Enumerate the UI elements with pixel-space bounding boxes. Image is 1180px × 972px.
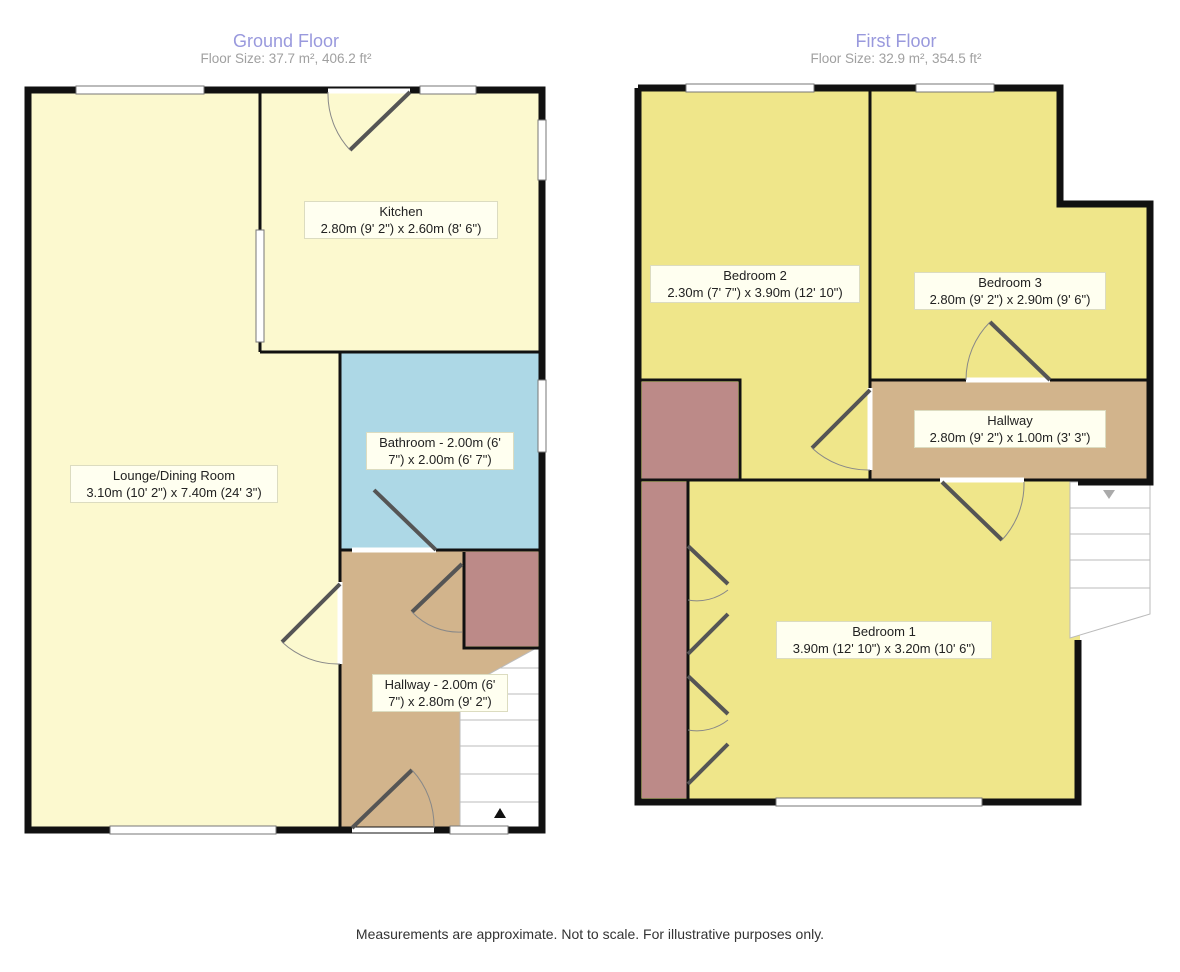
stairs-up-arrow-icon xyxy=(494,808,506,818)
first-floor-title: First Floor xyxy=(855,31,937,51)
bedroom2-name: Bedroom 2 xyxy=(723,268,787,283)
ground-outer-wall xyxy=(24,86,546,834)
first-floor-size: Floor Size: 32.9 m², 354.5 ft² xyxy=(810,51,982,66)
bedroom3-label: Bedroom 3 2.80m (9' 2") x 2.90m (9' 6") xyxy=(914,272,1106,310)
ground-cupboard-fill xyxy=(464,552,538,646)
first-cupboard-top-fill xyxy=(642,382,738,480)
bathroom-name: Bathroom - 2.00m (6' xyxy=(379,435,501,450)
ground-floor-size: Floor Size: 37.7 m², 406.2 ft² xyxy=(200,51,372,66)
bedroom3-name: Bedroom 3 xyxy=(978,275,1042,290)
kitchen-name: Kitchen xyxy=(379,204,423,219)
lounge-label: Lounge/Dining Room 3.10m (10' 2") x 7.40… xyxy=(70,465,278,503)
bedroom1-dimensions: 3.90m (12' 10") x 3.20m (10' 6") xyxy=(792,641,976,656)
kitchen-label: Kitchen 2.80m (9' 2") x 2.60m (8' 6") xyxy=(304,201,498,239)
bedroom2-label: Bedroom 2 2.30m (7' 7") x 3.90m (12' 10"… xyxy=(650,265,860,303)
first-hallway-label: Hallway 2.80m (9' 2") x 1.00m (3' 3") xyxy=(914,410,1106,448)
disclaimer-text: Measurements are approximate. Not to sca… xyxy=(355,926,825,942)
ground-floor-title: Ground Floor xyxy=(232,31,340,51)
first-doors xyxy=(686,320,1052,786)
lounge-name: Lounge/Dining Room xyxy=(112,468,236,483)
bedroom3-room-fill xyxy=(870,90,1148,380)
ground-hallway-dimensions: 7") x 2.80m (9' 2") xyxy=(388,694,492,709)
bathroom-dimensions: 7") x 2.00m (6' 7") xyxy=(388,452,492,467)
ground-hallway-name: Hallway - 2.00m (6' xyxy=(384,677,496,692)
bedroom1-label: Bedroom 1 3.90m (12' 10") x 3.20m (10' 6… xyxy=(776,621,992,659)
bedroom2-dimensions: 2.30m (7' 7") x 3.90m (12' 10") xyxy=(667,285,843,300)
bathroom-label: Bathroom - 2.00m (6' 7") x 2.00m (6' 7") xyxy=(366,432,514,470)
bedroom3-dimensions: 2.80m (9' 2") x 2.90m (9' 6") xyxy=(929,292,1091,307)
first-windows xyxy=(685,83,995,807)
lounge-dimensions: 3.10m (10' 2") x 7.40m (24' 3") xyxy=(86,485,262,500)
first-hallway-name: Hallway xyxy=(987,413,1033,428)
kitchen-dimensions: 2.80m (9' 2") x 2.60m (8' 6") xyxy=(320,221,482,236)
first-stairs xyxy=(1069,481,1151,639)
ground-windows xyxy=(75,85,547,835)
first-hallway-dimensions: 2.80m (9' 2") x 1.00m (3' 3") xyxy=(929,430,1091,445)
first-cupboard-side-fill xyxy=(642,482,688,798)
bedroom1-name: Bedroom 1 xyxy=(852,624,916,639)
ground-doors xyxy=(280,88,464,833)
stairs-down-arrow-icon xyxy=(1103,490,1115,499)
ground-hallway-label: Hallway - 2.00m (6' 7") x 2.80m (9' 2") xyxy=(372,674,508,712)
